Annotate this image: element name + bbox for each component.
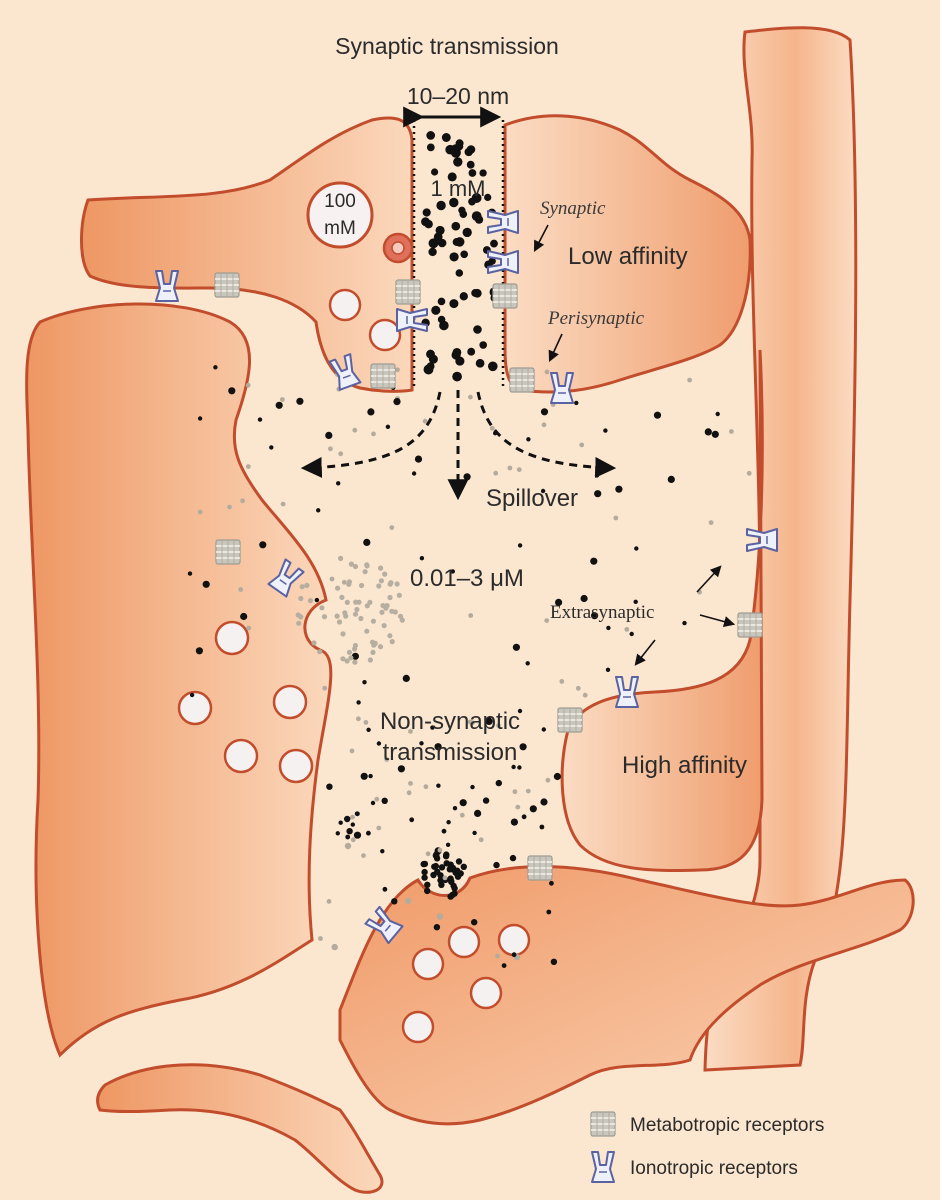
non-synaptic-label-line1: Non-synaptic xyxy=(380,708,520,735)
spillover-label: Spillover xyxy=(486,485,578,512)
diagram-title: Synaptic transmission xyxy=(335,33,559,59)
legend-ionotropic-label: Ionotropic receptors xyxy=(630,1158,798,1179)
non-synaptic-label-line2: transmission xyxy=(383,739,518,766)
perisynaptic-label: Perisynaptic xyxy=(547,308,645,329)
bottom-left-dendrite xyxy=(96,1063,384,1194)
vesicle-concentration-line2: mM xyxy=(324,218,356,239)
neurotransmitter-particles xyxy=(187,131,752,968)
extracellular-concentration-label: 0.01–3 μM xyxy=(410,565,524,592)
left-neuron xyxy=(25,302,333,1058)
cleft-concentration-label: 1 mM xyxy=(431,176,486,201)
extrasynaptic-label: Extrasynaptic xyxy=(550,602,654,623)
vesicle-concentration-line1: 100 xyxy=(324,191,356,212)
synaptic-label: Synaptic xyxy=(540,198,606,219)
synaptic-vesicles xyxy=(177,288,531,1044)
legend-metabotropic-label: Metabotropic receptors xyxy=(630,1115,824,1136)
annotation-arrows xyxy=(533,224,736,666)
large-vesicle xyxy=(306,181,374,249)
cleft-width-label: 10–20 nm xyxy=(407,83,509,109)
low-affinity-label: Low affinity xyxy=(568,243,688,270)
bottom-neuron xyxy=(338,865,915,1126)
spillover-arrows xyxy=(300,390,617,501)
legend: Metabotropic receptors Ionotropic recept… xyxy=(590,1111,824,1183)
postsynaptic-spine xyxy=(503,114,752,394)
high-affinity-label: High affinity xyxy=(622,752,747,779)
legend-metabotropic-icon xyxy=(590,1111,616,1137)
right-tall-process xyxy=(703,26,858,1072)
